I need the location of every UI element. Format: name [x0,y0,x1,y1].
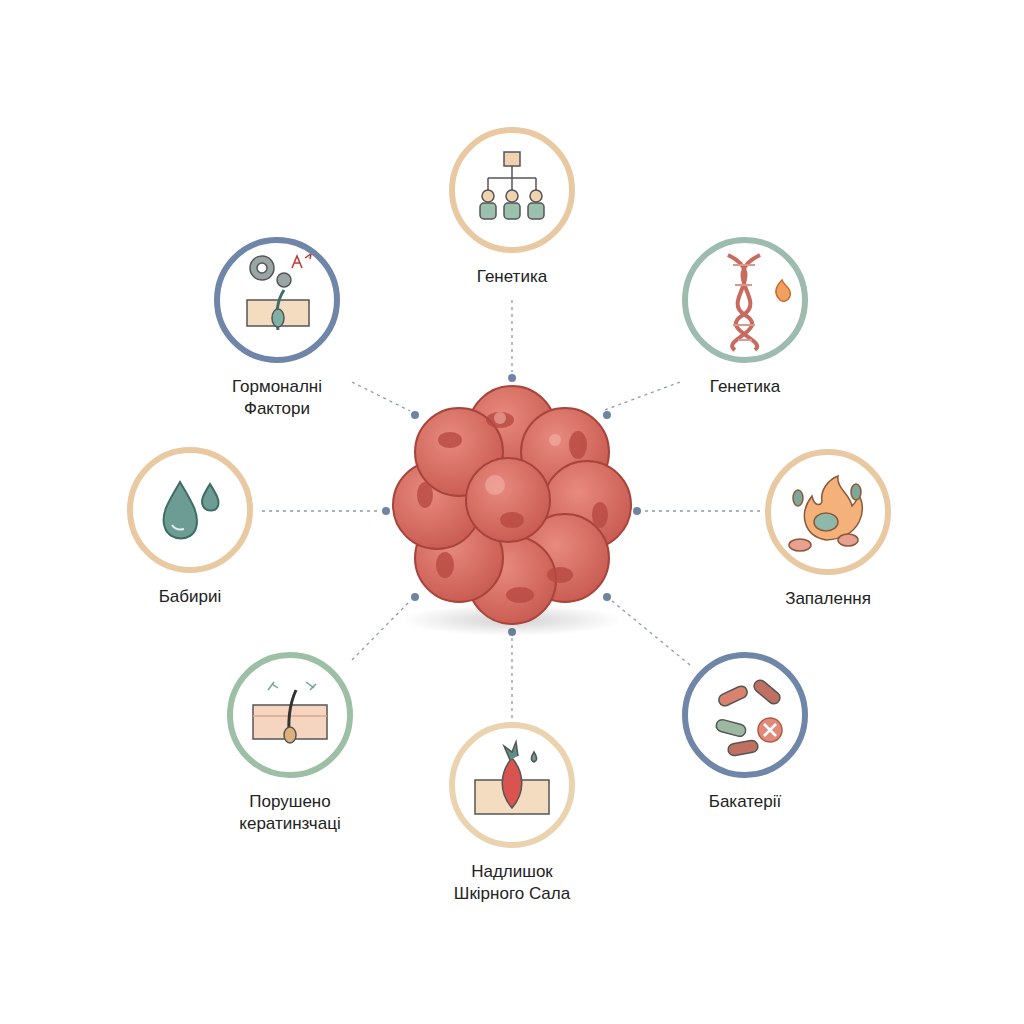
node-circle [768,452,888,572]
ring-spacer [177,236,377,376]
oil-drops-icon [163,482,218,539]
node-label: Бакатерії [650,791,840,813]
icon-discs [130,130,888,845]
factor-node: Запалення [728,448,928,610]
node-circle [130,450,250,570]
ring-spacer [412,721,612,861]
ring-spacer [412,126,612,266]
node-label: Надлишок Шкірного Сала [437,861,587,905]
node-label: Запалення [733,588,923,610]
node-circle [685,240,805,360]
ring-spacer [645,651,845,791]
factor-node: Порушено кератинзчаці [190,651,390,835]
dna-icon [728,255,790,350]
keratinization-icon [253,682,327,743]
node-ring [412,126,612,254]
node-ring [190,651,390,779]
node-ring [645,236,845,364]
ring-spacer [190,651,390,791]
node-circle [685,655,805,775]
node-ring [728,448,928,576]
factor-node: Надлишок Шкірного Сала [412,721,612,905]
node-circle [217,240,337,360]
inflammation-icon [789,476,862,551]
bacteria-icon [715,678,782,757]
node-label: Генетика [650,376,840,398]
node-ring [645,651,845,779]
node-circle [452,725,572,845]
factor-node: Бабириі [90,446,290,608]
ring-spacer [90,446,290,586]
node-label: Гормоналні Фактори [215,376,340,420]
leader-dots [382,374,641,636]
ring-spacer [645,236,845,376]
node-label: Бабириі [95,586,285,608]
sebum-icon [475,742,549,814]
node-ring [90,446,290,574]
node-ring [177,236,377,364]
node-circle [230,655,350,775]
factor-node: Генетика [412,126,612,288]
leader-lines [262,300,760,718]
factor-node: Бакатерії [645,651,845,813]
hormone-icon [247,254,311,330]
node-label: Порушено кератинзчаці [228,791,353,835]
factor-node: Генетика [645,236,845,398]
node-circle [452,130,572,250]
cell-cluster [393,386,631,636]
ring-spacer [728,448,928,588]
factor-node: Гормоналні Фактори [177,236,377,420]
node-label: Генетика [417,266,607,288]
node-ring [412,721,612,849]
family-tree-icon [480,152,544,219]
